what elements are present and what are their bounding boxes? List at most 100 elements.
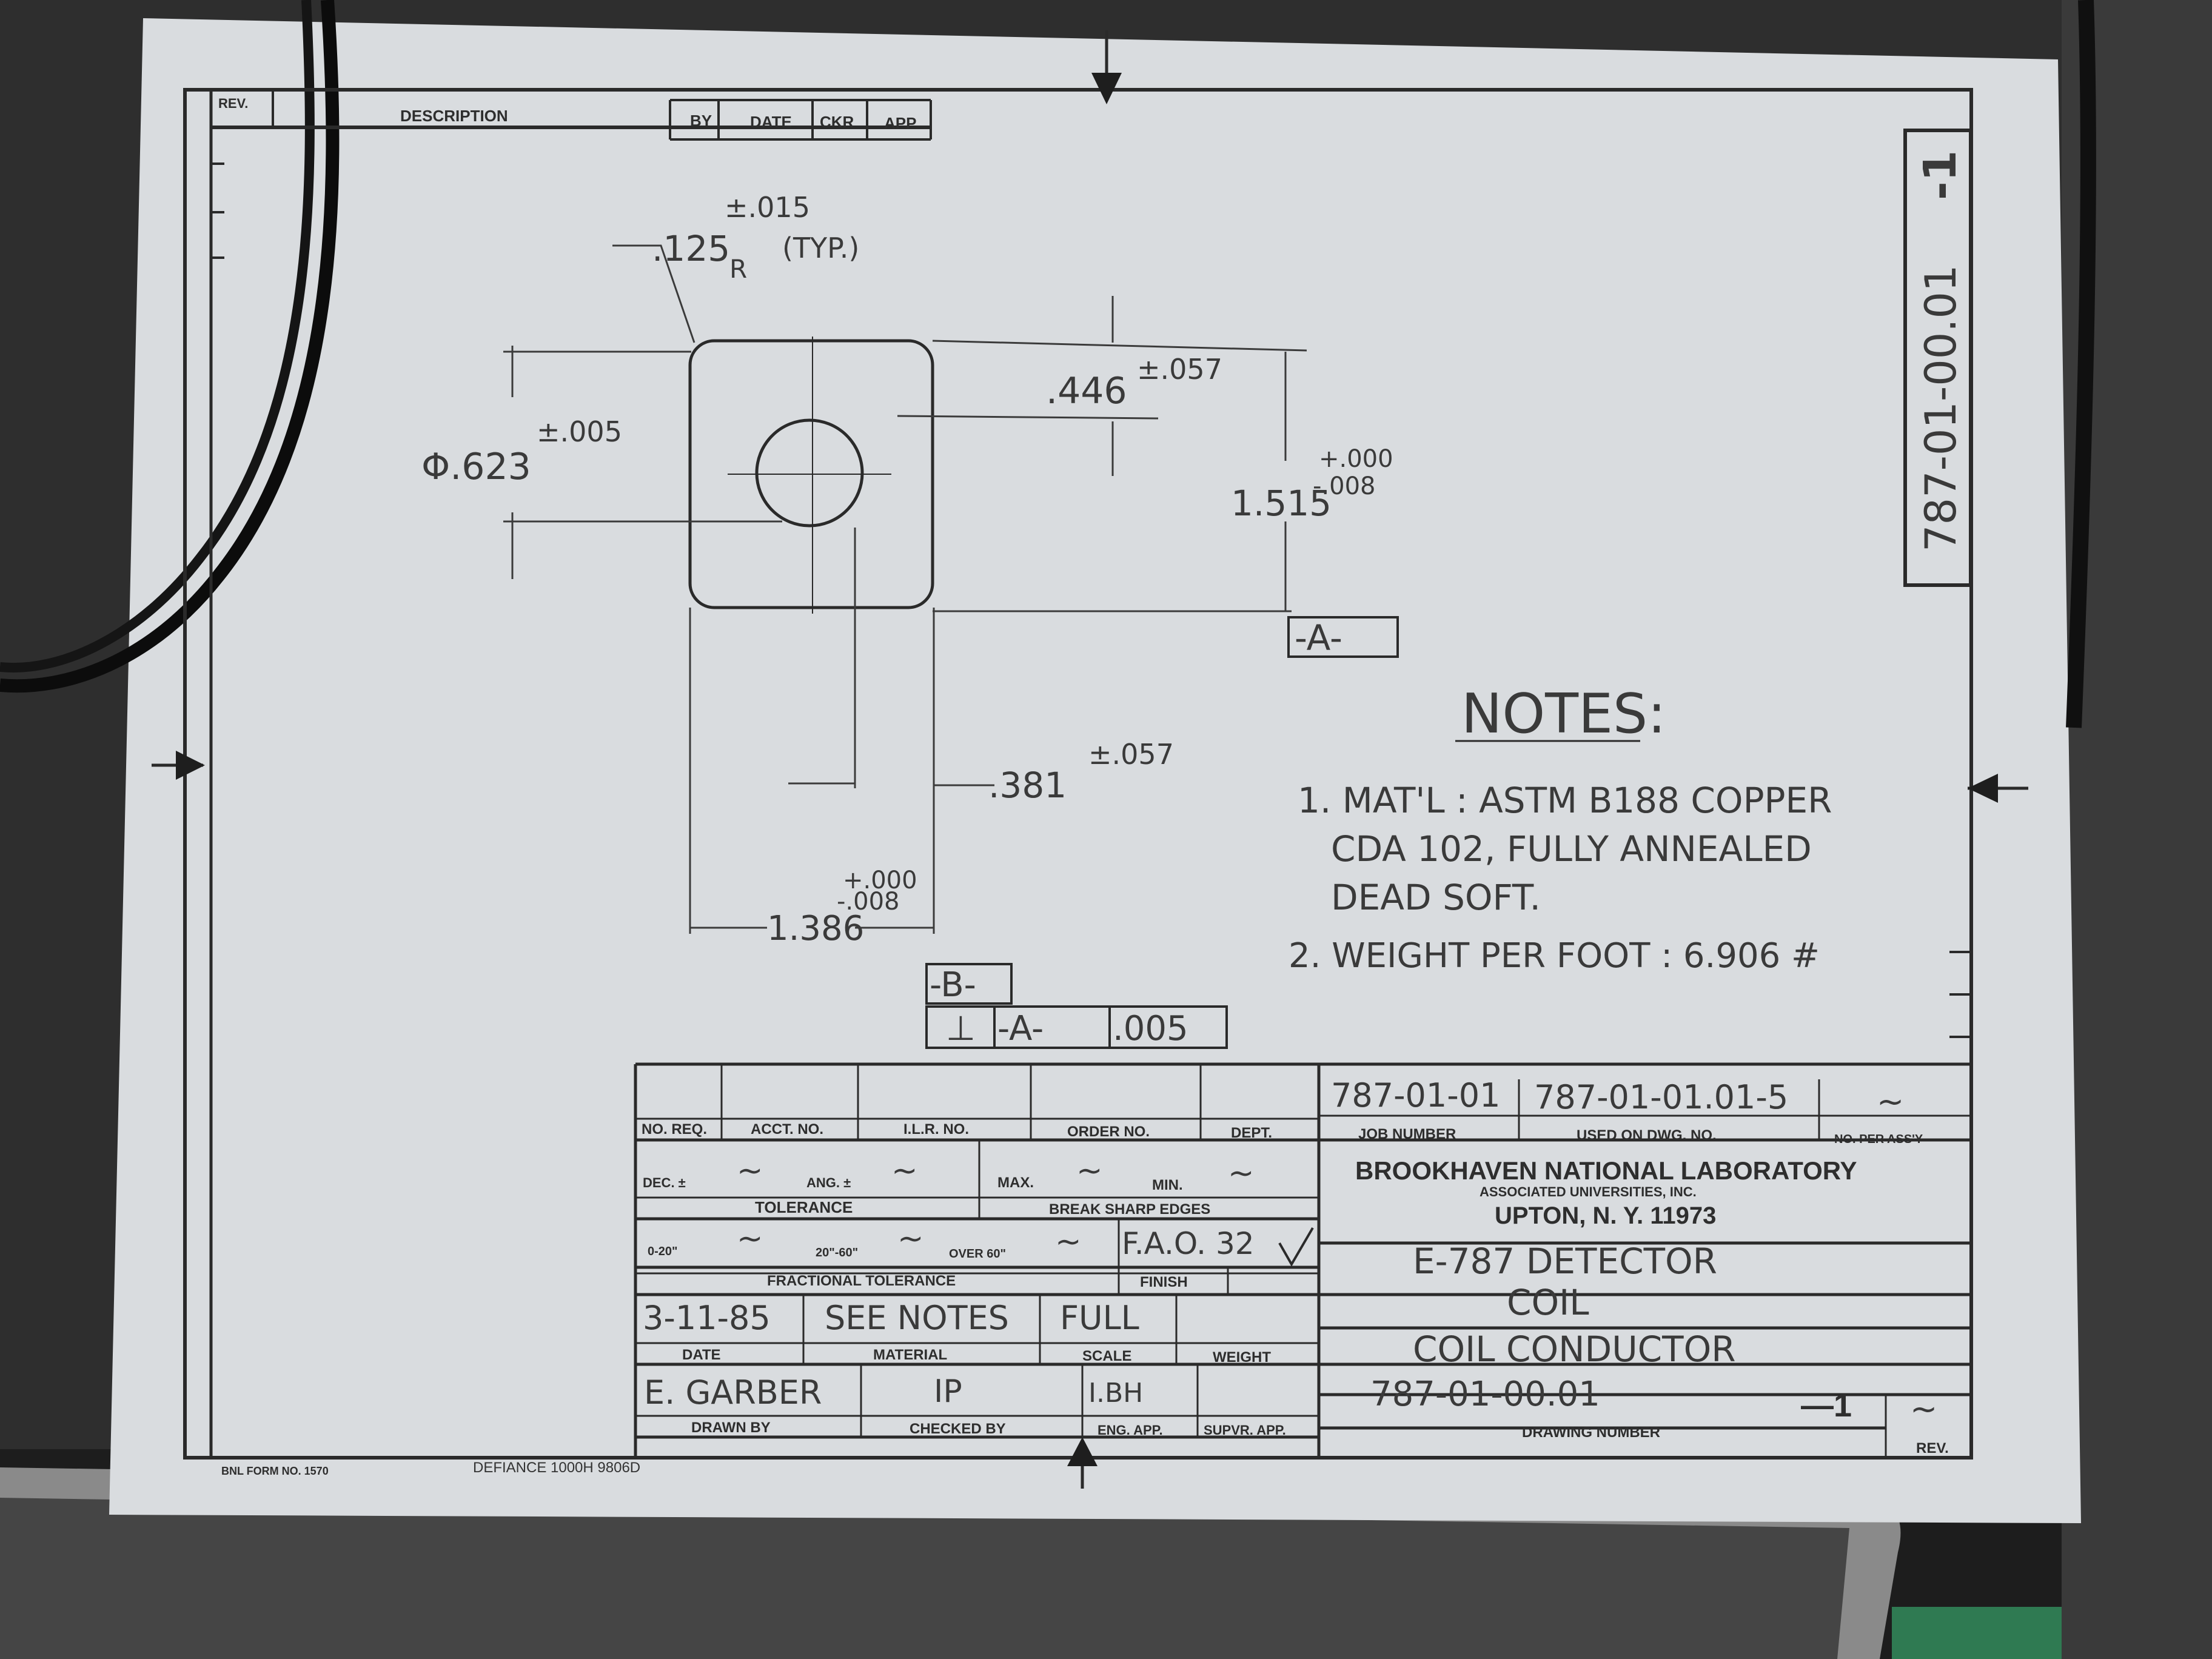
rev-value: ~ <box>1910 1390 1937 1428</box>
dimension-lines <box>503 244 1307 934</box>
break-edges-label: BREAK SHARP EDGES <box>1049 1201 1210 1218</box>
note-line-4: 2. WEIGHT PER FOOT : 6.906 # <box>1289 936 1820 976</box>
defiance-mark: DEFIANCE 1000H 9806D <box>473 1460 640 1476</box>
max-label: MAX. <box>997 1175 1034 1191</box>
green-object <box>1892 1607 2074 1659</box>
material-label: MATERIAL <box>873 1347 947 1363</box>
ilr-no-label: I.L.R. NO. <box>903 1121 969 1138</box>
lab-sub: ASSOCIATED UNIVERSITIES, INC. <box>1480 1184 1697 1199</box>
dim-381: .381 <box>988 765 1067 806</box>
lab-name: BROOKHAVEN NATIONAL LABORATORY <box>1355 1156 1857 1185</box>
frac-3-value: ~ <box>1055 1224 1082 1260</box>
notes-title: NOTES: <box>1461 682 1666 746</box>
radius-typ: (TYP.) <box>782 232 859 264</box>
drawing-number-value: 787-01-00.01 <box>1370 1375 1600 1414</box>
scale-label: SCALE <box>1082 1348 1131 1364</box>
part-profile <box>688 337 934 614</box>
black-cable <box>0 0 340 693</box>
per-assy-label: NO. PER ASS'Y <box>1834 1133 1923 1146</box>
zone-arrows <box>152 30 2028 1489</box>
job-number-value: 787-01-01 <box>1331 1076 1500 1114</box>
no-req-label: NO. REQ. <box>642 1121 707 1138</box>
weight-label: WEIGHT <box>1213 1349 1271 1366</box>
min-value: ~ <box>1228 1155 1255 1191</box>
frac-3-label: OVER 60" <box>949 1247 1006 1261</box>
date-value: 3-11-85 <box>643 1299 771 1337</box>
dim-1386-minus: -.008 <box>837 888 900 916</box>
note-line-1: 1. MAT'L : ASTM B188 COPPER <box>1298 780 1832 821</box>
dim-446-tol: ±.057 <box>1137 353 1222 386</box>
max-value: ~ <box>1076 1153 1103 1189</box>
min-label: MIN. <box>1152 1177 1183 1193</box>
paper-sheet <box>109 18 2081 1523</box>
acct-no-label: ACCT. NO. <box>751 1121 823 1138</box>
black-cable-2 <box>0 0 315 672</box>
ckr-header: CKR <box>820 113 854 131</box>
app-header: APP <box>884 114 916 132</box>
finish-value: F.A.O. 32 <box>1122 1226 1255 1261</box>
supvr-app-label: SUPVR. APP. <box>1204 1423 1286 1438</box>
order-no-label: ORDER NO. <box>1067 1124 1150 1140</box>
title-line-2: COIL <box>1507 1282 1589 1323</box>
dim-1386: 1.386 <box>767 909 864 948</box>
rev-header: REV. <box>218 96 248 111</box>
dec-label: DEC. ± <box>643 1175 686 1190</box>
radius-sub: R <box>729 254 747 284</box>
finish-label: FINISH <box>1140 1274 1188 1290</box>
dec-value: ~ <box>737 1153 763 1189</box>
drawn-by-label: DRAWN BY <box>691 1419 771 1436</box>
right-border-ticks <box>1949 951 1971 1038</box>
dim-1515-plus: +.000 <box>1319 445 1393 473</box>
by-header: BY <box>690 112 712 130</box>
title-block: NO. REQ. ACCT. NO. I.L.R. NO. ORDER NO. … <box>634 1062 1971 1458</box>
notes: NOTES: 1. MAT'L : ASTM B188 COPPER CDA 1… <box>1289 682 1832 976</box>
dim-diameter-tol: ±.005 <box>537 415 622 448</box>
fcf-value: .005 <box>1113 1009 1188 1048</box>
frac-2-label: 20"-60" <box>816 1246 858 1259</box>
used-on-value: 787-01-01.01-5 <box>1534 1078 1788 1116</box>
dim-1386-plus: +.000 <box>843 866 917 894</box>
side-tab-rev: -1 <box>1914 150 1966 200</box>
dim-381-tol: ±.057 <box>1088 738 1174 771</box>
tray-inner <box>0 1498 1849 1659</box>
scale-value: FULL <box>1060 1299 1139 1337</box>
tolerance-label: TOLERANCE <box>755 1198 853 1216</box>
fractional-tolerance-label: FRACTIONAL TOLERANCE <box>767 1273 956 1289</box>
checked-by-label: CHECKED BY <box>910 1421 1006 1437</box>
drawing-number-label: DRAWING NUMBER <box>1522 1424 1660 1441</box>
side-drawing-tab: 787-01-00.01 -1 <box>1903 129 1972 587</box>
revision-block: REV. DESCRIPTION BY DATE CKR APP <box>209 90 932 1458</box>
drawn-by-value: E. GARBER <box>644 1373 822 1412</box>
eng-app-value: I.BH <box>1088 1378 1143 1409</box>
note-line-2: CDA 102, FULLY ANNEALED <box>1331 828 1812 870</box>
ang-label: ANG. ± <box>806 1175 851 1190</box>
per-assy-value: ~ <box>1877 1082 1904 1121</box>
ang-value: ~ <box>891 1153 918 1189</box>
datum-a: -A- <box>1295 617 1342 659</box>
job-number-label: JOB NUMBER <box>1358 1126 1456 1142</box>
date-header: DATE <box>750 113 792 131</box>
radius-tolerance: ±.015 <box>725 191 810 224</box>
form-number: BNL FORM NO. 1570 <box>221 1465 329 1477</box>
dim-1515-minus: -.008 <box>1313 472 1376 500</box>
lab-city: UPTON, N. Y. 11973 <box>1495 1202 1716 1229</box>
side-tab-number: 787-01-00.01 <box>1916 264 1966 552</box>
material-value: SEE NOTES <box>825 1299 1009 1337</box>
dim-1515: 1.515 <box>1231 483 1332 524</box>
right-cable <box>2066 0 2096 728</box>
radius-value: .125 <box>652 228 730 269</box>
frac-1-value: ~ <box>737 1221 763 1257</box>
note-line-3: DEAD SOFT. <box>1331 877 1541 918</box>
fcf-symbol: ⊥ <box>946 1009 976 1048</box>
dim-446: .446 <box>1046 370 1127 412</box>
title-line-3: COIL CONDUCTOR <box>1413 1329 1736 1370</box>
frac-1-label: 0-20" <box>648 1245 678 1258</box>
eng-app-label: ENG. APP. <box>1098 1423 1163 1438</box>
dim-diameter: Φ.623 <box>421 446 531 488</box>
used-on-label: USED ON DWG. NO. <box>1577 1127 1717 1144</box>
dept-label: DEPT. <box>1231 1125 1272 1141</box>
checked-by-value: IP <box>934 1373 962 1410</box>
date-label: DATE <box>682 1347 721 1363</box>
description-header: DESCRIPTION <box>400 107 508 125</box>
